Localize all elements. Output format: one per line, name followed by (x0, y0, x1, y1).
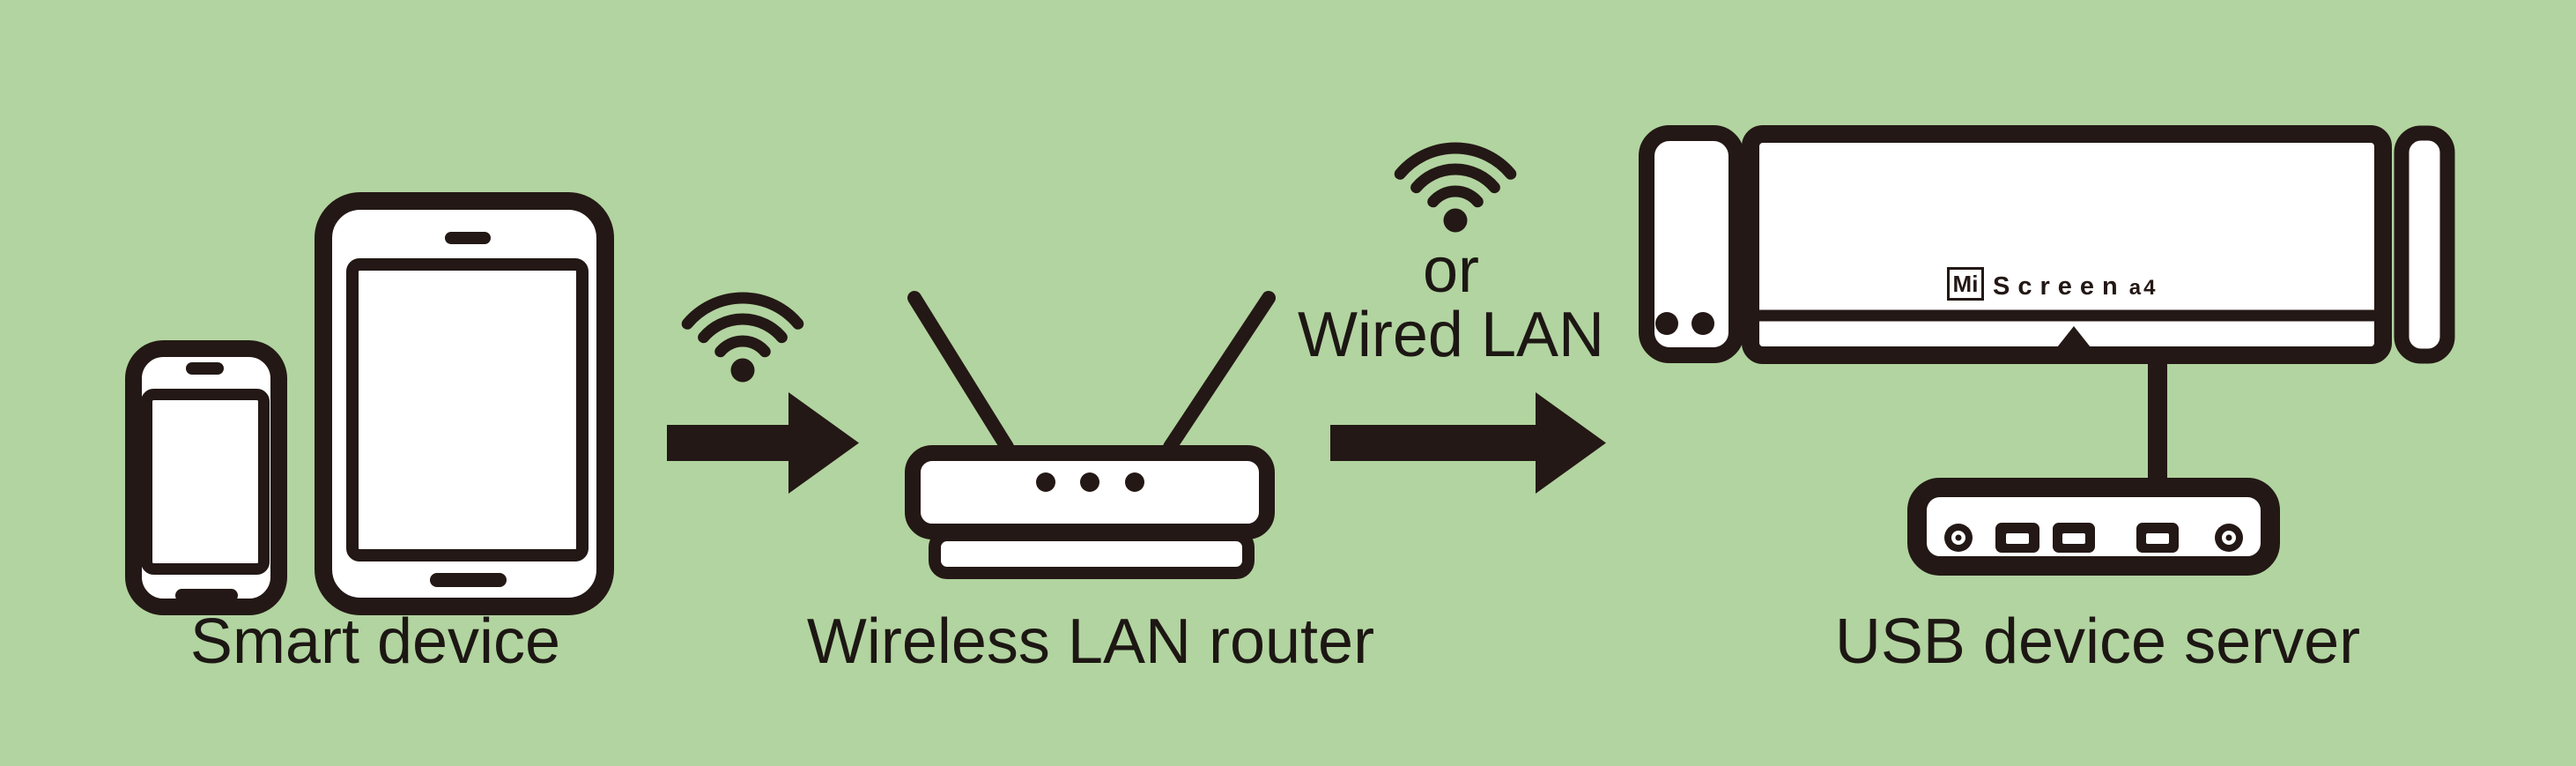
connection-label-line2: Wired LAN (1297, 300, 1605, 370)
tablet-icon (315, 192, 614, 615)
wifi-icon (681, 292, 804, 383)
usb-device-server-icon (1907, 478, 2280, 576)
usb-device-server-label: USB device server (1834, 606, 2361, 677)
connection-label: or Wired LAN (1231, 239, 1671, 368)
wifi-icon (1394, 142, 1517, 233)
arrow-right-icon (667, 392, 859, 494)
wireless-router-icon (905, 291, 1276, 579)
wireless-lan-router-label: Wireless LAN router (806, 606, 1375, 677)
miscreen-logo-model-text: a4 (2128, 276, 2158, 300)
miscreen-printer-icon (1639, 125, 2455, 364)
miscreen-logo: Mi Screen a4 (1947, 265, 2158, 301)
connection-label-line1: or (1422, 235, 1480, 306)
paper-feed-triangle-icon (2057, 326, 2091, 347)
miscreen-logo-screen-text: Screen (1993, 272, 2126, 301)
usb-cable (2148, 353, 2167, 494)
arrow-right-icon (1330, 392, 1606, 494)
miscreen-logo-mi-box: Mi (1947, 267, 1984, 301)
smart-device-label: Smart device (189, 606, 561, 677)
smartphone-icon (125, 340, 287, 615)
